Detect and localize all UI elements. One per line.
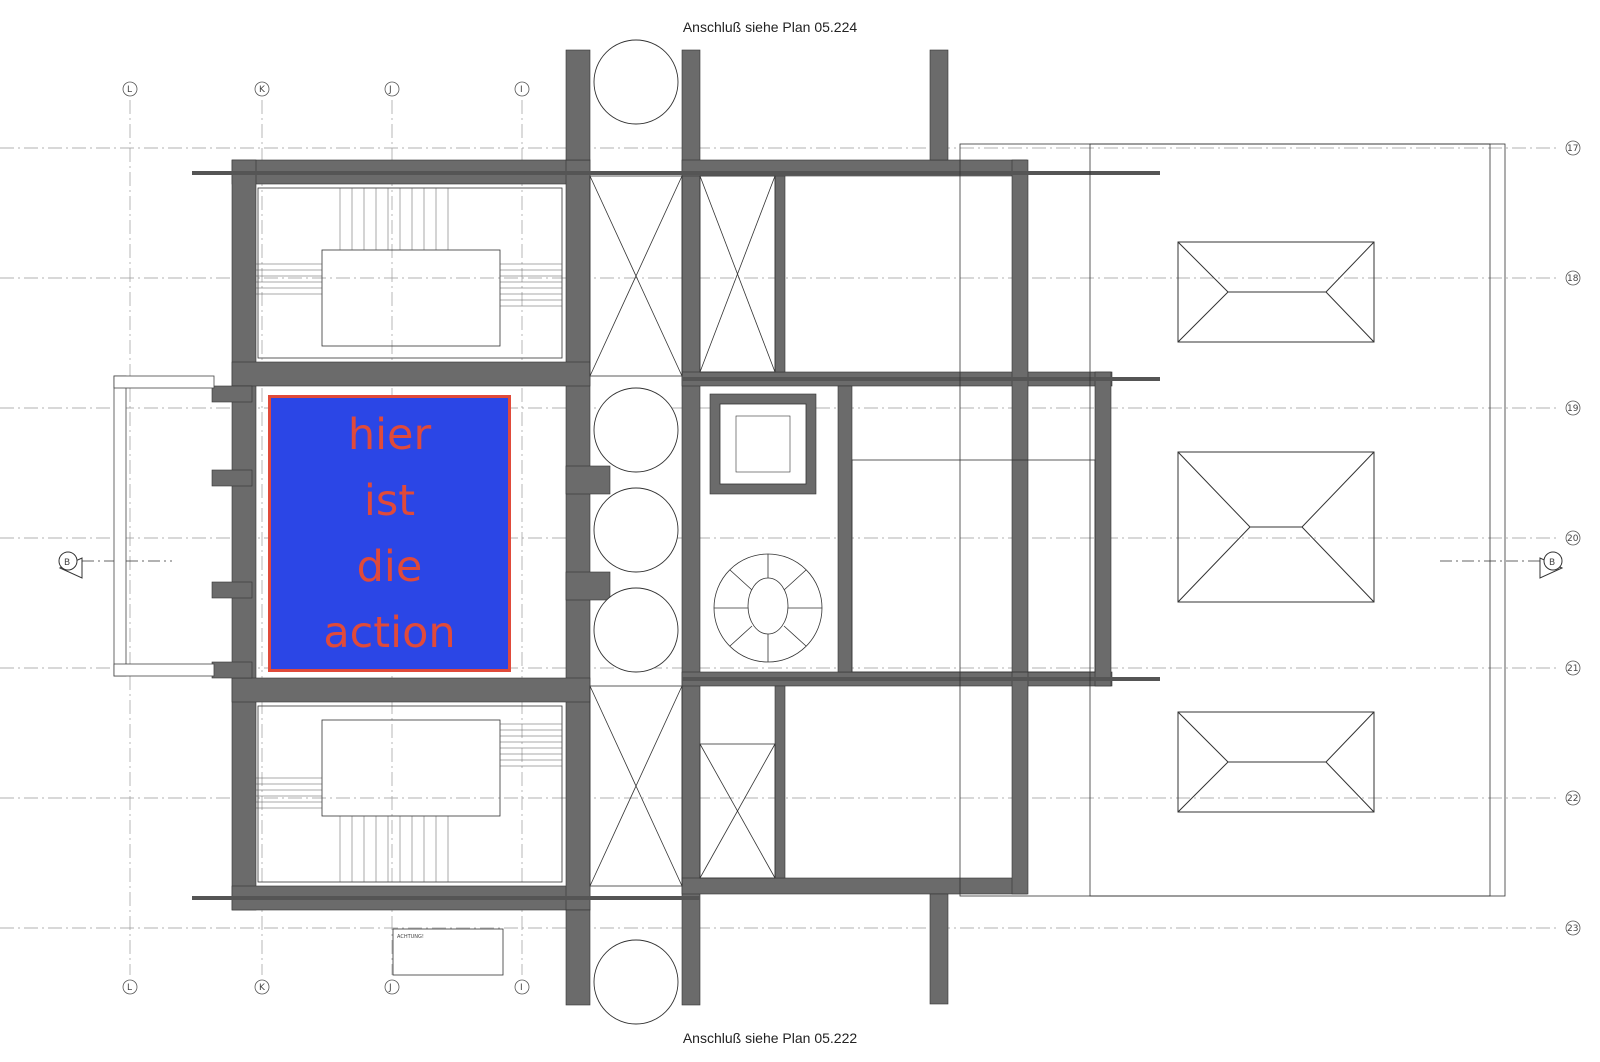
room-outlines (257, 143, 1506, 897)
grid-col-label: K (259, 983, 266, 993)
note-title: ACHTUNG! (397, 934, 424, 940)
annotation-line: die (356, 541, 423, 592)
grid-col-label: L (127, 983, 132, 993)
highlight-annotation-box: hier ist die action (268, 395, 511, 672)
spiral-stair (713, 553, 823, 663)
section-marker-label: B (64, 558, 70, 568)
grid-row-label: 23 (1567, 924, 1578, 934)
grid-col-label: J (388, 85, 392, 95)
plan-reference-top: Anschluß siehe Plan 05.224 (682, 19, 858, 35)
grid-col-label: I (520, 983, 523, 993)
skylights (1177, 241, 1375, 813)
grid-labels: L K J I L K J I 17 18 19 20 21 22 23 (127, 85, 1579, 993)
section-marker-label: B (1549, 558, 1555, 568)
grid-col-label: I (520, 85, 523, 95)
plan-reference-bottom: Anschluß siehe Plan 05.222 (682, 1030, 858, 1046)
grid-row-label: 20 (1567, 534, 1579, 544)
grid-col-label: L (127, 85, 132, 95)
grid-col-label: J (388, 983, 392, 993)
columns (593, 39, 679, 1025)
grid-row-label: 17 (1567, 144, 1578, 154)
section-marker-right: B (1440, 551, 1564, 579)
note-box: ACHTUNG! (392, 928, 504, 976)
section-marker-left: B (58, 551, 172, 579)
grid-row-label: 22 (1567, 794, 1578, 804)
grid-col-label: K (259, 85, 266, 95)
annotation-line: action (323, 607, 456, 658)
annotation-line: hier (347, 409, 432, 460)
annotation-line: ist (363, 475, 416, 526)
grid-thick-lines (192, 171, 1160, 900)
grid-bubbles (122, 81, 1581, 995)
stairs-hatching (256, 188, 562, 882)
grid-row-label: 18 (1567, 274, 1579, 284)
balcony-railing (113, 375, 215, 677)
grid-row-label: 21 (1567, 664, 1578, 674)
grid-row-label: 19 (1567, 404, 1579, 414)
